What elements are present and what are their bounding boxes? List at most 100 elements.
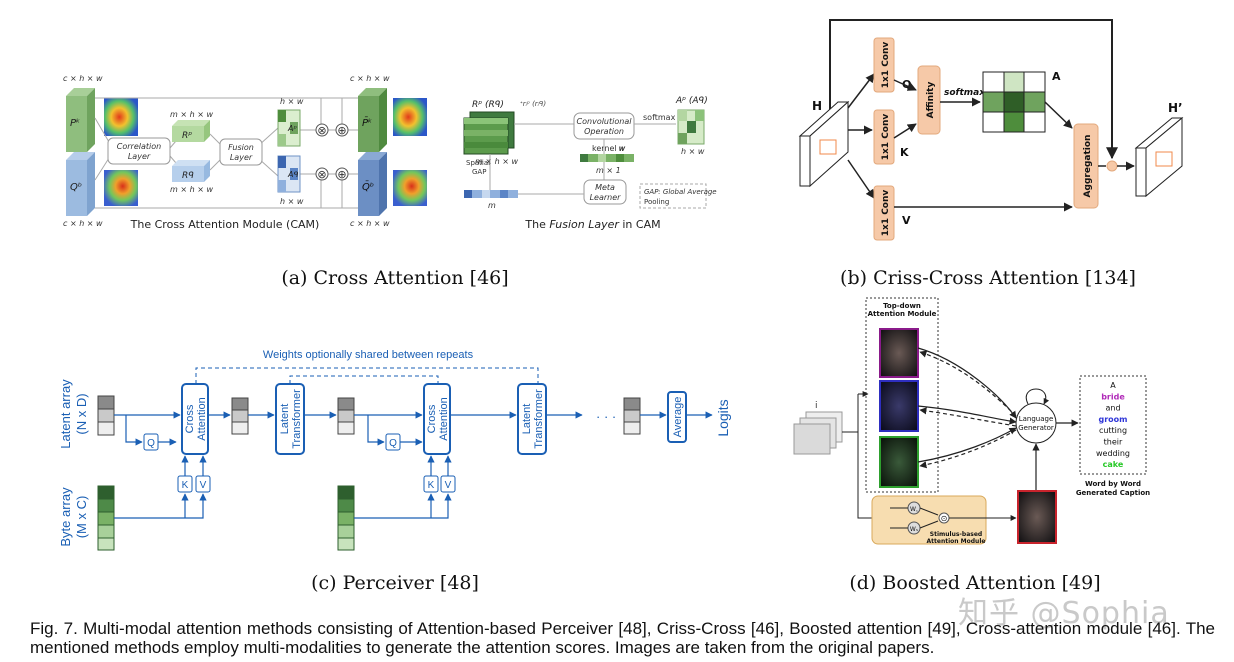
generated-caption-box <box>1079 375 1147 475</box>
attention-image <box>879 380 919 432</box>
dim-label: h × w <box>681 147 705 156</box>
svg-text:V: V <box>200 480 207 491</box>
h-feature-block: H <box>798 99 850 188</box>
panel-d-caption: (d) Boosted Attention [49] <box>849 572 1100 594</box>
rq-block: Rᑫ <box>172 160 210 182</box>
pk-feature-block: Pᵏ <box>66 88 95 152</box>
conv-q-block: 1x1 Conv <box>873 37 895 93</box>
v-box: V <box>440 475 456 493</box>
sum-node <box>1106 160 1118 172</box>
frame-mark: i <box>815 401 818 411</box>
caption-label: Word by Word <box>1085 480 1141 488</box>
panel-a-cross-attention: c × h × w c × h × w c × h × w c × h × w … <box>63 74 717 289</box>
q-box: Q <box>385 433 401 451</box>
svg-text:Latent: Latent <box>279 404 291 435</box>
panel-a-caption: (a) Cross Attention [46] <box>281 267 508 289</box>
latent-array-label: (N x D) <box>74 393 89 434</box>
input-frames <box>793 411 843 455</box>
topdown-label: Top-down <box>883 302 921 310</box>
language-generator-node: Language Generator <box>1015 388 1057 444</box>
svg-text:K: K <box>428 480 435 491</box>
svg-text:1x1 Conv: 1x1 Conv <box>881 42 891 89</box>
fusion-layer-label: Fusion <box>228 143 254 152</box>
svg-text:V: V <box>445 480 452 491</box>
pk-out-symbol: P̄ᵏ <box>362 116 372 129</box>
svg-text:Attention: Attention <box>438 397 450 440</box>
fusion-layer-detail: Rᵖ (Rᑫ) ᐩrᵢᵖ (rᵢᑫ) m × h × w Convolution… <box>463 96 717 210</box>
latent-array-block <box>97 395 115 436</box>
softmax-label: softmax <box>643 113 676 122</box>
add-operator: ⊕ <box>335 167 349 181</box>
dim-label: m × h × w <box>475 157 518 166</box>
fusion-layer-label: Layer <box>230 153 253 162</box>
dim-label: c × h × w <box>63 74 103 83</box>
v-label: V <box>902 214 911 227</box>
caption-word: cake <box>1103 460 1124 469</box>
caption-word: cutting <box>1099 426 1127 435</box>
gap-note-box <box>639 183 707 209</box>
attention-image <box>879 436 919 488</box>
svg-text:Cross: Cross <box>426 404 438 433</box>
svg-text:Attention: Attention <box>196 397 208 440</box>
aq-symbol: Aᑫ <box>287 170 299 179</box>
average-block: Average <box>667 391 687 443</box>
kernel-label: kernel 𝒘 <box>592 144 626 153</box>
caption-word: their <box>1104 438 1123 447</box>
fusion-layer-block: Fusion Layer <box>219 138 263 166</box>
byte-array-label: Byte array <box>58 487 73 547</box>
caption-word: bride <box>1101 392 1125 401</box>
stimulus-image <box>1017 490 1057 544</box>
correlation-layer-label: Layer <box>128 152 151 161</box>
pk-symbol: Pᵏ <box>70 118 80 129</box>
meta-learner-block <box>583 179 627 205</box>
correlation-layer-block: Correlation Layer <box>107 137 171 165</box>
conv-operation-label: Operation <box>584 127 624 136</box>
conv-k-block: 1x1 Conv <box>873 109 895 165</box>
byte-array-label: (M x C) <box>74 496 89 539</box>
ap-aq-label: Aᵖ (Aᑫ) <box>675 96 708 106</box>
k-label: K <box>900 146 909 159</box>
cam-title: The Cross Attention Module (CAM) <box>130 218 320 231</box>
svg-text:Transformer: Transformer <box>533 389 545 449</box>
svg-text:⊕: ⊕ <box>337 168 346 181</box>
topdown-label: Attention Module <box>868 310 937 318</box>
h-label: H <box>812 99 822 113</box>
attention-image <box>879 328 919 378</box>
svg-text:Attention Module: Attention Module <box>927 538 986 545</box>
dim-label: m × 1 <box>596 166 621 175</box>
a-label: A <box>1052 70 1061 83</box>
latent-transformer-block: Latent Transformer <box>275 383 305 455</box>
ap-attention-map: Aᵖ <box>277 109 301 147</box>
watermark: 知乎 @Sophia <box>958 596 1170 631</box>
dim-label: c × h × w <box>350 219 390 228</box>
rp-symbol: Rᵖ <box>182 131 192 141</box>
add-operator: ⊕ <box>335 123 349 137</box>
dim-label: m <box>488 201 496 210</box>
caption-word: wedding <box>1096 449 1130 458</box>
affinity-matrix: A <box>982 70 1061 133</box>
gap-vector <box>464 190 518 198</box>
heatmap-image <box>393 170 427 206</box>
aq-attention-map: Aᑫ <box>277 155 301 193</box>
svg-text:1x1 Conv: 1x1 Conv <box>881 114 891 161</box>
weights-shared-note: Weights optionally shared between repeat… <box>263 349 474 361</box>
qb-output-block: Q̄ᵇ <box>358 152 387 216</box>
spatial-label: Spatial <box>466 159 490 167</box>
svg-text:⊗: ⊗ <box>317 124 326 137</box>
dim-label: c × h × w <box>350 74 390 83</box>
rtp-label: ᐩrᵢᵖ (rᵢᑫ) <box>520 100 546 108</box>
attention-grid <box>677 109 705 145</box>
kernel-vector <box>580 154 634 162</box>
panel-b-caption: (b) Criss-Cross Attention [134] <box>840 267 1136 289</box>
multiply-operator: ⊗ <box>315 167 329 181</box>
dim-label: h × w <box>280 197 304 206</box>
heatmap-image <box>104 170 138 206</box>
h-prime-label: H’ <box>1168 101 1183 115</box>
latent-transformer-block: Latent Transformer <box>517 383 547 455</box>
svg-text:Q: Q <box>389 438 397 449</box>
gap-label: GAP <box>472 168 486 176</box>
latent-array-block <box>623 397 641 435</box>
cross-attention-block: Cross Attention <box>181 383 209 455</box>
svg-text:Average: Average <box>672 397 684 438</box>
svg-text:Cross: Cross <box>184 404 196 433</box>
